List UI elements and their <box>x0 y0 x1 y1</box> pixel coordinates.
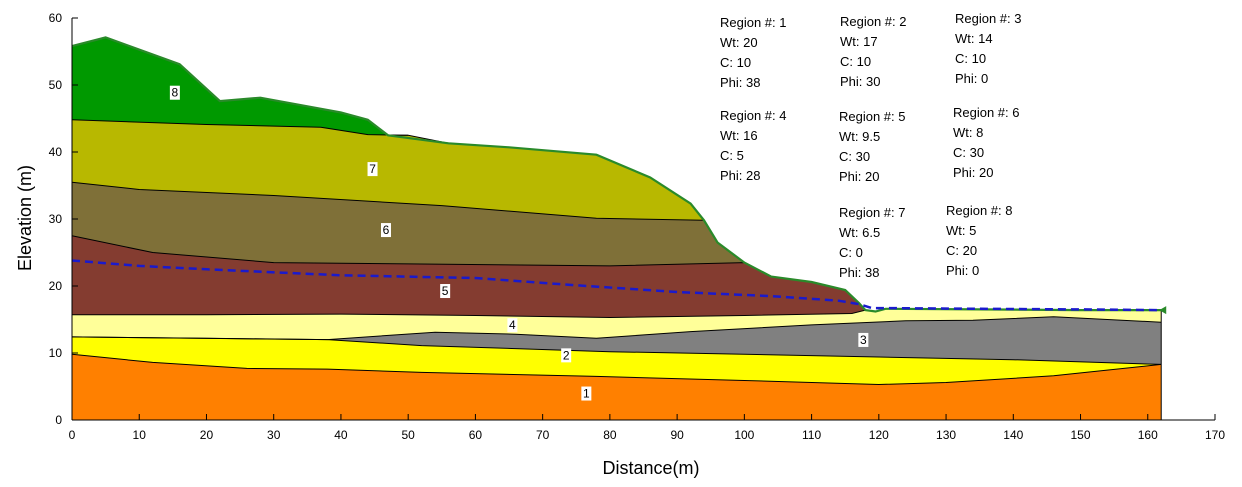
region-c: C: 10 <box>955 51 986 66</box>
layer-label-3: 3 <box>860 333 867 347</box>
layer-label-2: 2 <box>563 348 570 362</box>
x-tick-label: 170 <box>1205 428 1225 442</box>
region-wt: Wt: 9.5 <box>839 129 880 144</box>
x-tick-label: 90 <box>670 428 684 442</box>
region-title: Region #: 5 <box>839 109 906 124</box>
layer-label-bg-7 <box>367 162 378 177</box>
region-wt: Wt: 20 <box>720 35 758 50</box>
y-tick-label: 0 <box>55 413 62 427</box>
region-title: Region #: 8 <box>946 203 1013 218</box>
layer-label-bg-1 <box>581 386 592 401</box>
region-phi: Phi: 38 <box>839 265 879 280</box>
region-wt: Wt: 16 <box>720 128 758 143</box>
region-c: C: 30 <box>839 149 870 164</box>
x-axis-title: Distance(m) <box>602 458 699 478</box>
surface-end-marker <box>1159 306 1167 315</box>
region-phi: Phi: 30 <box>840 74 880 89</box>
layer-boundaries <box>71 36 1167 420</box>
layer-label-bg-2 <box>561 348 572 363</box>
region-7-properties: Region #: 7 Wt: 6.5 C: 0 Phi: 38 <box>839 205 906 280</box>
layer-label-4: 4 <box>509 318 516 332</box>
y-tick-label: 30 <box>49 212 63 226</box>
region-wt: Wt: 17 <box>840 34 878 49</box>
region-phi: Phi: 28 <box>720 168 760 183</box>
layer-boundary-3 <box>71 316 1162 341</box>
region-title: Region #: 1 <box>720 15 787 30</box>
region-c: C: 10 <box>840 54 871 69</box>
region-wt: Wt: 8 <box>953 125 983 140</box>
x-tick-label: 0 <box>69 428 76 442</box>
y-tick-label: 60 <box>49 11 63 25</box>
layer-label-5: 5 <box>442 284 449 298</box>
x-tick-label: 70 <box>536 428 550 442</box>
y-axis-title: Elevation (m) <box>15 165 35 271</box>
region-property-table: Region #: 1 Wt: 20 C: 10 Phi: 38 Region #: 2… <box>720 11 1022 280</box>
region-title: Region #: 7 <box>839 205 906 220</box>
region-phi: Phi: 0 <box>955 71 988 86</box>
region-phi: Phi: 0 <box>946 263 979 278</box>
region-wt: Wt: 5 <box>946 223 976 238</box>
region-4-properties: Region #: 4 Wt: 16 C: 5 Phi: 28 <box>720 108 787 183</box>
layer-labels: 1 2 3 4 5 6 7 8 <box>169 85 869 401</box>
soil-layers <box>72 37 1162 421</box>
region-1-properties: Region #: 1 Wt: 20 C: 10 Phi: 38 <box>720 15 787 90</box>
layer-label-bg-4 <box>507 318 518 333</box>
y-tick-label: 40 <box>49 145 63 159</box>
soil-layer-1 <box>72 354 1162 420</box>
region-title: Region #: 2 <box>840 14 907 29</box>
region-6-properties: Region #: 6 Wt: 8 C: 30 Phi: 20 <box>953 105 1020 180</box>
region-phi: Phi: 20 <box>953 165 993 180</box>
region-c: C: 0 <box>839 245 863 260</box>
y-tick-label: 20 <box>49 279 63 293</box>
layer-label-bg-3 <box>858 332 869 347</box>
layer-label-bg-5 <box>440 284 451 299</box>
x-tick-label: 20 <box>200 428 214 442</box>
layer-label-bg-8 <box>169 85 180 100</box>
layer-label-1: 1 <box>583 387 590 401</box>
x-tick-label: 80 <box>603 428 617 442</box>
region-title: Region #: 4 <box>720 108 787 123</box>
layer-boundary-1 <box>71 353 1162 386</box>
water-table-line <box>71 259 1162 312</box>
region-title: Region #: 3 <box>955 11 1022 26</box>
region-c: C: 10 <box>720 55 751 70</box>
region-8-properties: Region #: 8 Wt: 5 C: 20 Phi: 0 <box>946 203 1013 278</box>
layer-label-8: 8 <box>172 86 179 100</box>
y-tick-label: 50 <box>49 78 63 92</box>
ground-surface-line <box>71 36 1162 313</box>
x-tick-label: 150 <box>1071 428 1091 442</box>
x-tick-label: 110 <box>802 428 821 442</box>
region-c: C: 5 <box>720 148 744 163</box>
region-5-properties: Region #: 5 Wt: 9.5 C: 30 Phi: 20 <box>839 109 906 184</box>
water-table-group <box>71 259 1162 312</box>
x-tick-label: 160 <box>1138 428 1158 442</box>
region-wt: Wt: 6.5 <box>839 225 880 240</box>
region-c: C: 20 <box>946 243 977 258</box>
x-tick-label: 140 <box>1003 428 1023 442</box>
x-tick-label: 100 <box>734 428 754 442</box>
x-tick-label: 10 <box>133 428 147 442</box>
x-tick-label: 120 <box>869 428 889 442</box>
layer-label-7: 7 <box>369 162 376 176</box>
region-2-properties: Region #: 2 Wt: 17 C: 10 Phi: 30 <box>840 14 907 89</box>
layer-label-6: 6 <box>383 223 390 237</box>
region-title: Region #: 6 <box>953 105 1020 120</box>
region-3-properties: Region #: 3 Wt: 14 C: 10 Phi: 0 <box>955 11 1022 86</box>
region-c: C: 30 <box>953 145 984 160</box>
y-tick-label: 10 <box>49 346 63 360</box>
x-tick-label: 40 <box>334 428 348 442</box>
layer-label-bg-6 <box>380 223 391 238</box>
region-phi: Phi: 20 <box>839 169 879 184</box>
x-tick-label: 50 <box>401 428 415 442</box>
x-tick-label: 60 <box>469 428 483 442</box>
x-tick-label: 130 <box>936 428 956 442</box>
x-tick-label: 30 <box>267 428 281 442</box>
region-wt: Wt: 14 <box>955 31 993 46</box>
region-phi: Phi: 38 <box>720 75 760 90</box>
